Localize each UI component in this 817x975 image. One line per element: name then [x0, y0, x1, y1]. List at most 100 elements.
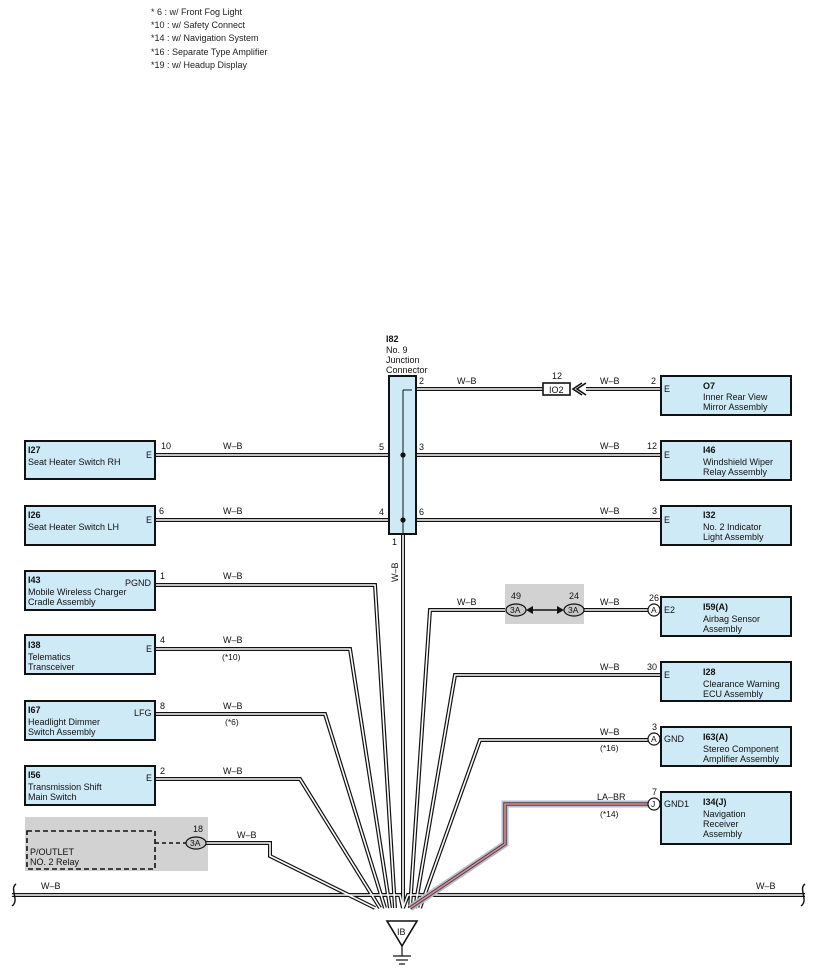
svg-text:W–B: W–B	[600, 662, 620, 672]
svg-text:ECU Assembly: ECU Assembly	[703, 689, 764, 699]
svg-text:GND1: GND1	[664, 799, 689, 809]
poutlet-shade	[25, 817, 208, 871]
svg-text:I67: I67	[28, 705, 41, 715]
svg-text:Transceiver: Transceiver	[28, 662, 75, 672]
junction-pin: 1	[392, 537, 397, 547]
svg-text:E: E	[664, 450, 670, 460]
svg-text:W–B: W–B	[223, 506, 243, 516]
svg-text:Inner Rear View: Inner Rear View	[703, 392, 768, 402]
junction-pin: 4	[379, 507, 384, 517]
junction-dot	[400, 517, 406, 523]
svg-text:26: 26	[649, 593, 659, 603]
wire-color-vertical: W–B	[390, 562, 400, 582]
component-i27: I27 Seat Heater Switch RH E 10 W–B	[24, 440, 243, 480]
svg-text:No. 2 Indicator: No. 2 Indicator	[703, 522, 762, 532]
svg-text:W–B: W–B	[237, 830, 257, 840]
svg-text:E: E	[664, 384, 670, 394]
component-i43: I43 Mobile Wireless Charger Cradle Assem…	[24, 570, 243, 611]
svg-text:6: 6	[159, 506, 164, 516]
svg-text:I28: I28	[703, 667, 716, 677]
svg-text:Amplifier Assembly: Amplifier Assembly	[703, 754, 780, 764]
wire-break-left	[11, 883, 17, 907]
svg-text:I38: I38	[28, 640, 41, 650]
junction-pin: 3	[419, 442, 424, 452]
junction-id: I82	[386, 334, 399, 344]
svg-text:I34(J): I34(J)	[703, 797, 727, 807]
component-poutlet-relay: P/OUTLET NO. 2 Relay 3A 18 W–B	[26, 824, 257, 870]
svg-text:I32: I32	[703, 510, 716, 520]
svg-text:(*6): (*6)	[225, 717, 239, 727]
svg-text:4: 4	[160, 635, 165, 645]
svg-text:W–B: W–B	[600, 506, 620, 516]
note-line: *14 : w/ Navigation System	[151, 33, 259, 44]
component-i63a: A GND I63(A) Stereo Component Amplifier …	[600, 722, 792, 767]
svg-text:I46: I46	[703, 445, 716, 455]
component-i32: E I32 No. 2 Indicator Light Assembly 3 W…	[600, 505, 792, 546]
svg-text:E: E	[146, 515, 152, 525]
svg-text:2: 2	[160, 766, 165, 776]
svg-text:(*10): (*10)	[222, 652, 241, 662]
svg-text:Mirror Assembly: Mirror Assembly	[703, 402, 768, 412]
svg-text:Mobile Wireless Charger: Mobile Wireless Charger	[28, 587, 127, 597]
svg-text:2: 2	[651, 376, 656, 386]
svg-text:LFG: LFG	[134, 708, 152, 718]
svg-text:Clearance Warning: Clearance Warning	[703, 679, 780, 689]
component-i46: E I46 Windshield Wiper Relay Assembly 12…	[600, 440, 792, 481]
svg-text:24: 24	[569, 591, 579, 601]
svg-text:E: E	[146, 644, 152, 654]
svg-text:LA–BR: LA–BR	[597, 792, 626, 802]
svg-text:3: 3	[652, 722, 657, 732]
svg-text:7: 7	[652, 787, 657, 797]
svg-text:Navigation: Navigation	[703, 809, 746, 819]
junction-pin: 5	[379, 442, 384, 452]
svg-text:12: 12	[647, 441, 657, 451]
note-line: *10 : w/ Safety Connect	[151, 20, 246, 31]
svg-text:18: 18	[193, 824, 203, 834]
svg-text:E: E	[664, 670, 670, 680]
option-notes: * 6 : w/ Front Fog Light *10 : w/ Safety…	[151, 6, 267, 72]
bus-wire-label-left: W–B	[41, 881, 61, 891]
wire-break-right	[800, 883, 806, 907]
svg-text:Relay Assembly: Relay Assembly	[703, 467, 768, 477]
svg-text:W–B: W–B	[223, 766, 243, 776]
svg-text:W–B: W–B	[600, 441, 620, 451]
svg-text:I59(A): I59(A)	[703, 602, 728, 612]
svg-text:Light Assembly: Light Assembly	[703, 532, 764, 542]
svg-text:Stereo Component: Stereo Component	[703, 744, 779, 754]
svg-text:W–B: W–B	[223, 571, 243, 581]
junction-name-line: Junction	[386, 355, 420, 365]
component-i56: I56 Transmission Shift Main Switch E 2 W…	[24, 765, 243, 806]
svg-text:E: E	[664, 515, 670, 525]
svg-text:Headlight Dimmer: Headlight Dimmer	[28, 717, 100, 727]
svg-text:E: E	[146, 773, 152, 783]
junction-pin: 6	[419, 507, 424, 517]
svg-text:49: 49	[511, 591, 521, 601]
svg-text:Assembly: Assembly	[703, 624, 743, 634]
svg-text:10: 10	[161, 441, 171, 451]
ground-point: IB	[385, 920, 419, 965]
svg-text:W–B: W–B	[600, 727, 620, 737]
labr-wire	[408, 800, 655, 911]
svg-text:E: E	[146, 450, 152, 460]
svg-text:E2: E2	[664, 605, 675, 615]
junction-dot	[400, 452, 406, 458]
junction-name-line: Connector	[386, 365, 428, 375]
svg-text:A: A	[651, 734, 657, 744]
component-i26: I26 Seat Heater Switch LH E 6 W–B	[24, 505, 243, 546]
svg-text:(*14): (*14)	[600, 809, 619, 819]
svg-text:PGND: PGND	[125, 578, 152, 588]
svg-text:J: J	[651, 799, 655, 809]
svg-text:I56: I56	[28, 770, 41, 780]
bus-wire-label-right: W–B	[756, 881, 776, 891]
svg-text:W–B: W–B	[600, 376, 620, 386]
svg-text:Main Switch: Main Switch	[28, 792, 77, 802]
svg-text:Airbag Sensor: Airbag Sensor	[703, 614, 760, 624]
svg-text:O7: O7	[703, 381, 715, 391]
svg-text:I63(A): I63(A)	[703, 732, 728, 742]
svg-text:W–B: W–B	[600, 597, 620, 607]
component-i67: I67 Headlight Dimmer Switch Assembly LFG…	[24, 700, 243, 741]
junction-name-line: No. 9	[386, 345, 408, 355]
svg-text:W–B: W–B	[223, 441, 243, 451]
svg-text:8: 8	[160, 701, 165, 711]
